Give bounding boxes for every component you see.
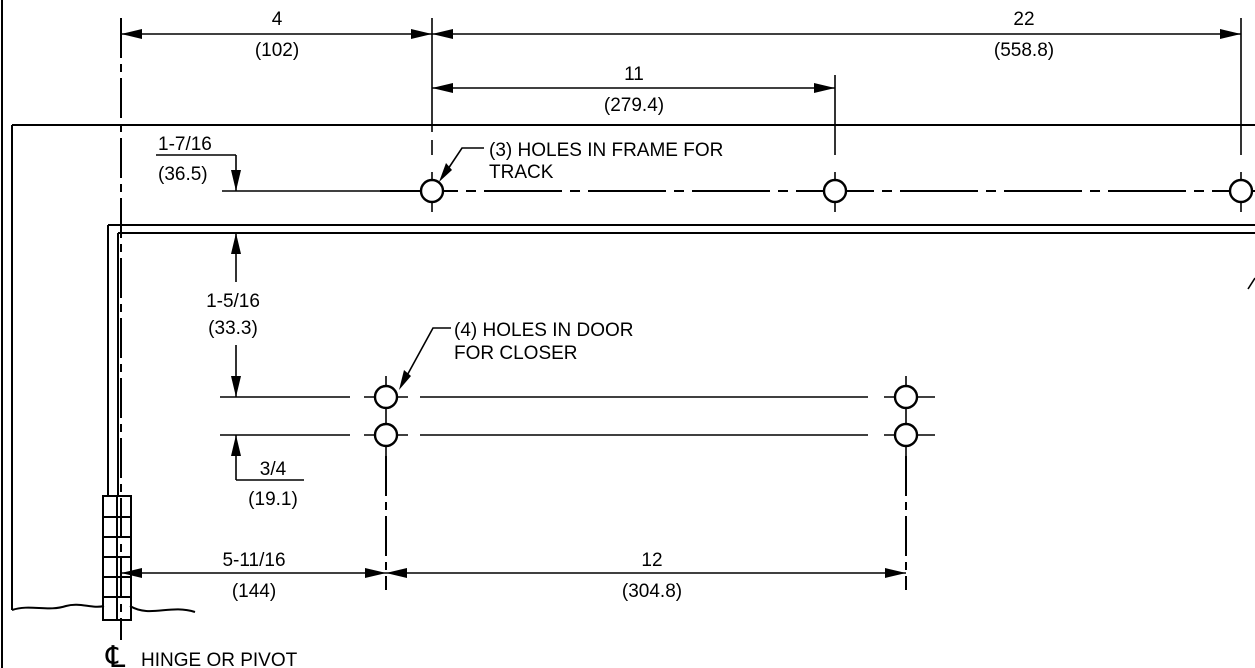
dim-5-11-16-metric: (144): [232, 581, 276, 602]
dim-22-imperial: 22: [1013, 9, 1034, 30]
wall-break-line: [11, 603, 196, 613]
frame-outline: [11, 124, 1255, 610]
dim-line-4: [121, 29, 432, 39]
frame-holes-note-line1: (3) HOLES IN FRAME FOR: [489, 140, 723, 161]
door-holes-note-line1: (4) HOLES IN DOOR: [454, 320, 633, 341]
door-hole-left-upper: [364, 376, 408, 456]
dim-4-imperial: 4: [272, 9, 283, 30]
dim-4-metric: (102): [255, 40, 299, 61]
dim-line-11: [432, 83, 835, 93]
frame-holes-note-line2: TRACK: [489, 162, 554, 183]
dim-12-imperial: 12: [641, 550, 662, 571]
door-hole-right-upper: [884, 376, 935, 456]
frame-hole-2: [815, 172, 855, 212]
dim-11-imperial: 11: [624, 64, 644, 85]
door-holes-note-line2: FOR CLOSER: [454, 343, 578, 364]
dim-5-11-16-imperial: 5-11/16: [222, 550, 285, 571]
dim-line-5-11-16: [121, 568, 386, 578]
door-hole-right-lower: [884, 422, 935, 448]
dim-line-1-5-16: [231, 233, 241, 397]
frame-holes-leader: [439, 147, 484, 182]
door-holes-leader: [399, 327, 451, 390]
dim-3-4-imperial: 3/4: [260, 459, 287, 480]
dim-3-4-metric: (19.1): [248, 489, 298, 510]
centerline-symbol: ℄: [105, 641, 125, 668]
dim-12-metric: (304.8): [622, 581, 682, 602]
right-edge-mark: [1247, 277, 1255, 290]
hinge-or-pivot-label: HINGE OR PIVOT: [141, 650, 298, 668]
dim-line-22: [432, 29, 1241, 39]
hinge-knuckles: [102, 495, 132, 621]
dim-11-metric: (279.4): [604, 95, 664, 116]
dim-1-5-16-imperial: 1-5/16: [206, 291, 260, 312]
dim-line-12: [386, 568, 906, 578]
dim-line-3-4: [231, 435, 304, 481]
dim-1-7-16-imperial: 1-7/16: [158, 134, 212, 155]
door-hole-left-lower: [364, 422, 408, 448]
frame-hole-3: [1221, 172, 1255, 212]
dim-1-5-16-metric: (33.3): [208, 318, 258, 339]
dim-1-7-16-metric: (36.5): [158, 164, 208, 185]
dim-22-metric: (558.8): [994, 40, 1054, 61]
frame-hole-1: [412, 172, 452, 212]
dim-line-1-7-16: [156, 154, 380, 192]
